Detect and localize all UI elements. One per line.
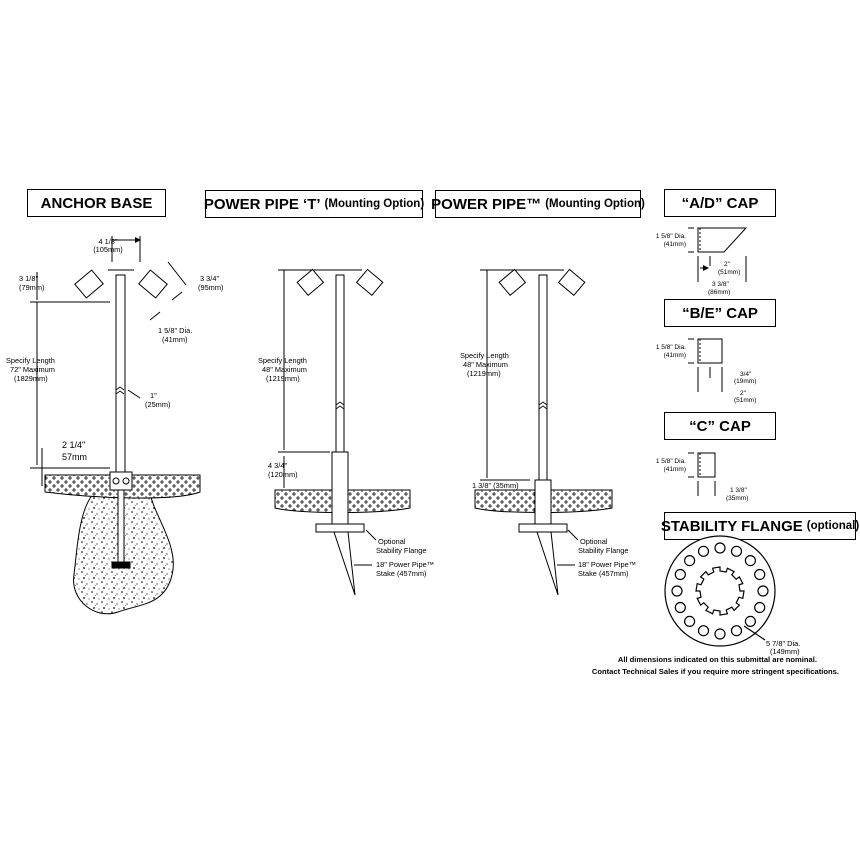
pipe-t-stake-2: Stake (457mm) [376, 569, 427, 578]
be-w2-mm: (51mm) [734, 397, 756, 404]
power-pipe-title: POWER PIPE™(Mounting Option) [431, 190, 645, 218]
flange-hole [730, 625, 743, 637]
ad-w1-mm: (51mm) [718, 269, 740, 276]
c-w-in: 1 3/8" [730, 487, 747, 494]
flange-hole [754, 601, 766, 614]
power-pipe-t-title: POWER PIPE ‘T’(Mounting Option) [204, 190, 424, 218]
anchor-right-mm: (95mm) [198, 283, 223, 292]
anchor-len-3: (1829mm) [14, 374, 48, 383]
flange-hole [744, 615, 757, 628]
flange-hole [730, 545, 743, 557]
anchor-base-title: ANCHOR BASE [27, 189, 166, 217]
pipe-len-2: 48" Maximum [463, 360, 508, 369]
anchor-base-drawing [30, 236, 201, 615]
flange-hole [697, 625, 710, 637]
pipe-t-len-2: 48" Maximum [262, 365, 307, 374]
flange-hole [674, 568, 686, 581]
flange-hole [697, 545, 710, 557]
pipe-flange-1: Optional [580, 537, 608, 546]
pipe-stake-1: 18" Power Pipe™ [578, 560, 636, 569]
ad-dia-mm: (41mm) [664, 241, 686, 248]
pipe-t-flange-2: Stability Flange [376, 546, 427, 555]
anchor-left-mm: (79mm) [19, 283, 44, 292]
pipe-len-3: (1219mm) [467, 369, 501, 378]
c-cap-title: “C” CAP [664, 412, 776, 440]
anchor-dia-in: 1 5/8" Dia. [158, 326, 192, 335]
anchor-pipe-in: 1" [150, 391, 157, 400]
c-dia-in: 1 5/8" Dia. [656, 458, 686, 465]
be-w2-in: 2" [740, 390, 747, 397]
be-dia-mm: (41mm) [664, 352, 686, 359]
be-dia-in: 1 5/8" Dia. [656, 344, 686, 351]
anchor-pipe-mm: (25mm) [145, 400, 170, 409]
flange-hole [683, 615, 696, 628]
pipe-t-len-3: (1219mm) [266, 374, 300, 383]
anchor-right-in: 3 3/4" [200, 274, 219, 283]
power-pipe-drawing [474, 268, 613, 596]
pipe-stake-2: Stake (457mm) [578, 569, 629, 578]
pipe-t-flange-1: Optional [378, 537, 406, 546]
pipe-t-sleeve-mm: (120mm) [268, 470, 298, 479]
anchor-dia-mm: (41mm) [162, 335, 187, 344]
footer-line-2: Contact Technical Sales if you require m… [592, 667, 839, 676]
ad-cap-drawing [688, 227, 748, 282]
anchor-base-in: 2 1/4" [62, 440, 85, 450]
power-pipe-t-drawing [274, 268, 411, 596]
flange-hole [714, 542, 726, 554]
ad-cap-title: “A/D” CAP [664, 189, 776, 217]
anchor-left-in: 3 1/8" [19, 274, 38, 283]
ad-w1-in: 2" [724, 261, 731, 268]
flange-hole [757, 585, 769, 597]
flange-hole [674, 601, 686, 614]
be-w1-mm: (19mm) [734, 378, 756, 385]
pipe-sleeve: 1 3/8" (35mm) [472, 481, 519, 490]
anchor-width-in: 4 1/8" [98, 237, 117, 246]
flange-dia-mm: (149mm) [770, 647, 800, 656]
anchor-width-mm: (105mm) [93, 245, 123, 254]
flange-dia-in: 5 7/8" Dia. [766, 639, 800, 648]
flange-hole [714, 628, 726, 640]
flange-hole [754, 568, 766, 581]
anchor-len-1: Specify Length [6, 356, 55, 365]
c-dia-mm: (41mm) [664, 466, 686, 473]
flange-hole [671, 585, 683, 597]
c-w-mm: (35mm) [726, 495, 748, 502]
stability-flange-drawing [664, 535, 776, 647]
anchor-base-mm: 57mm [62, 452, 87, 462]
be-cap-drawing [688, 338, 723, 392]
pipe-flange-2: Stability Flange [578, 546, 629, 555]
pipe-t-len-1: Specify Length [258, 356, 307, 365]
be-cap-title: “B/E” CAP [664, 299, 776, 327]
footer-line-1: All dimensions indicated on this submitt… [618, 655, 817, 664]
c-cap-drawing [688, 452, 716, 496]
anchor-len-2: 72" Maximum [10, 365, 55, 374]
flange-hole [744, 554, 757, 567]
be-w1-in: 3/4" [740, 371, 752, 378]
pipe-t-stake-1: 18" Power Pipe™ [376, 560, 434, 569]
ad-w2-mm: (86mm) [708, 289, 730, 296]
pipe-len-1: Specify Length [460, 351, 509, 360]
stability-flange-title: STABILITY FLANGE(optional) [661, 512, 859, 540]
pipe-t-sleeve-in: 4 3/4" [268, 461, 287, 470]
ad-w2-in: 3 3/8" [712, 281, 729, 288]
ad-dia-in: 1 5/8" Dia. [656, 233, 686, 240]
flange-hole [683, 554, 696, 567]
